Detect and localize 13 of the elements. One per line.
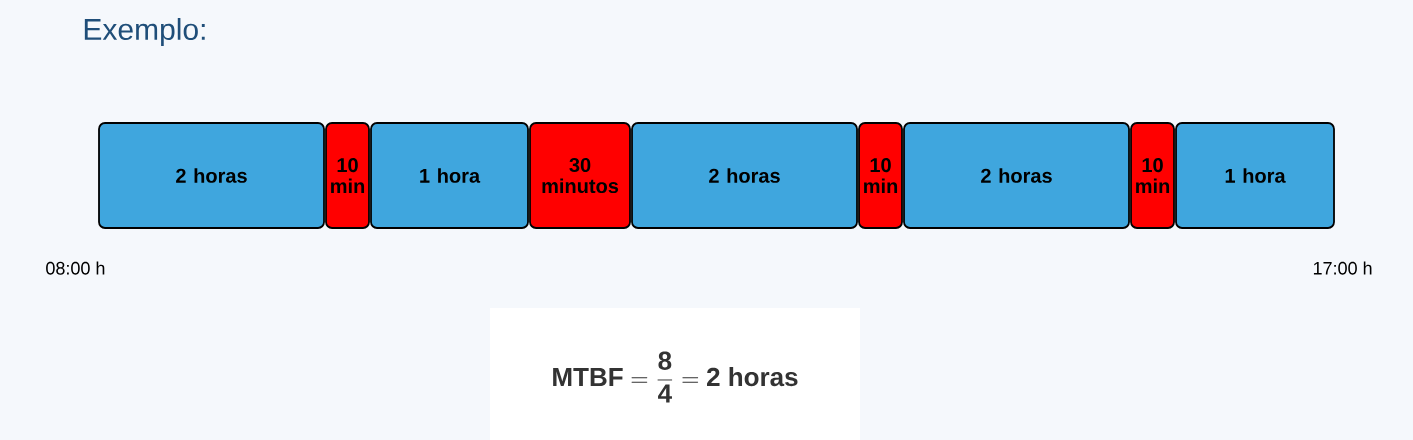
time-block: 2 horas [631, 122, 858, 229]
time-block: 1 hora [1175, 122, 1335, 229]
time-block: 1 hora [370, 122, 529, 229]
time-block: 10 min [858, 122, 903, 229]
time-label: 08:00 h [46, 261, 105, 275]
time-block: 10 min [325, 122, 370, 229]
time-block: 2 horas [98, 122, 325, 229]
time-block: 10 min [1130, 122, 1175, 229]
time-label: 17:00 h [1313, 261, 1372, 275]
formula: $\mathbf{MTBF} = \frac{\mathbf{8}}{\mathbf{4}} = \mathbf{2\ horas}$ [553, 351, 798, 403]
time-block: 30 minutos [529, 122, 631, 229]
title: Exemplo: [84, 18, 205, 46]
time-block: 2 horas [903, 122, 1130, 229]
